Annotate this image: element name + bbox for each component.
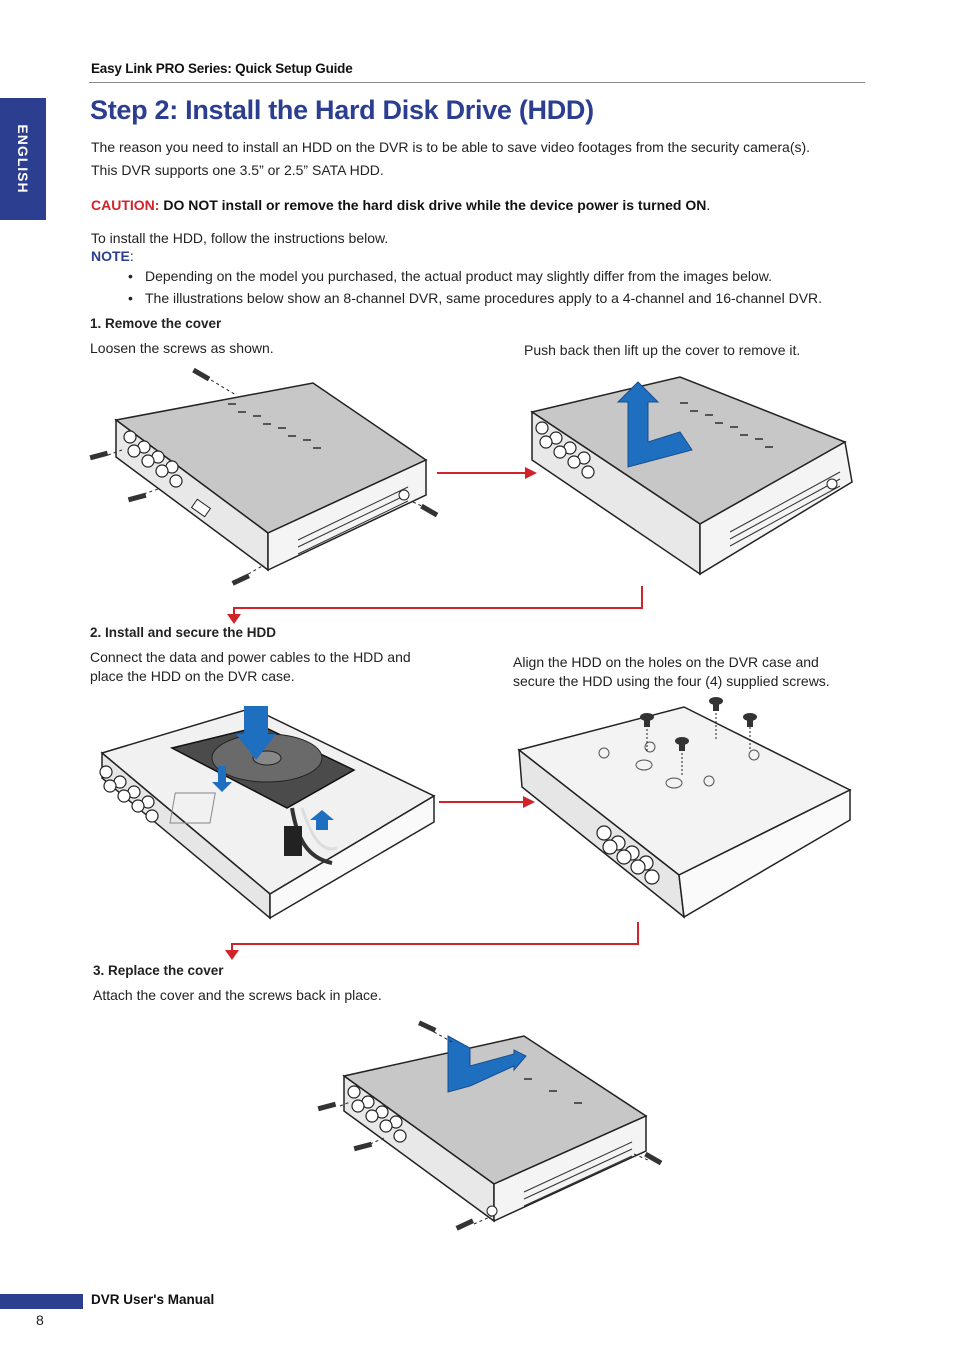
page-number: 8 (36, 1312, 44, 1328)
step-2-right-caption-2: secure the HDD using the four (4) suppli… (513, 673, 830, 689)
note-label: NOTE (91, 248, 130, 264)
step-1-left-caption: Loosen the screws as shown. (90, 340, 274, 356)
flow-arrow-return (225, 922, 639, 960)
caution-text: DO NOT install or remove the hard disk d… (163, 197, 707, 213)
dvr-loosen-screws-illustration (89, 367, 439, 586)
flow-arrow-right (437, 467, 537, 479)
caution-notice: CAUTION: DO NOT install or remove the ha… (91, 197, 710, 213)
step-3-caption: Attach the cover and the screws back in … (93, 987, 382, 1003)
step-2-heading: 2. Install and secure the HDD (90, 625, 277, 640)
page-title: Step 2: Install the Hard Disk Drive (HDD… (90, 95, 594, 125)
dvr-remove-cover-illustration (530, 376, 853, 576)
intro-line-1: The reason you need to install an HDD on… (91, 139, 811, 155)
step-2-left-caption-1: Connect the data and power cables to the… (90, 649, 411, 665)
hdd-cable-connect-illustration (99, 706, 436, 920)
dvr-replace-cover-illustration (317, 1020, 663, 1231)
step-3-heading: 3. Replace the cover (93, 963, 224, 978)
caution-label: CAUTION: (91, 197, 160, 213)
header-title: Easy Link PRO Series: Quick Setup Guide (91, 61, 353, 76)
note-heading: NOTE: (91, 248, 134, 264)
caution-end: . (706, 197, 711, 213)
step-2-left-caption-2: place the HDD on the DVR case. (90, 668, 295, 684)
step-1-heading: 1. Remove the cover (90, 316, 222, 331)
step-1-right-caption: Push back then lift up the cover to remo… (524, 342, 801, 358)
footer-title: DVR User's Manual (91, 1292, 215, 1307)
intro-line-2: This DVR supports one 3.5” or 2.5” SATA … (91, 162, 384, 178)
flow-arrow-return (227, 586, 643, 624)
note-item: The illustrations below show an 8-channe… (128, 287, 822, 309)
step-2-right-caption-1: Align the HDD on the holes on the DVR ca… (513, 654, 819, 670)
note-list: Depending on the model you purchased, th… (128, 265, 822, 309)
language-tab: ENGLISH (0, 98, 46, 220)
hdd-secure-screws-illustration (517, 697, 852, 919)
instructions-text: To install the HDD, follow the instructi… (91, 230, 389, 246)
flow-arrow-right (439, 796, 535, 808)
language-tab-label: ENGLISH (15, 124, 31, 194)
footer-bar (0, 1294, 83, 1309)
header-divider (89, 82, 865, 83)
note-item: Depending on the model you purchased, th… (128, 265, 822, 287)
